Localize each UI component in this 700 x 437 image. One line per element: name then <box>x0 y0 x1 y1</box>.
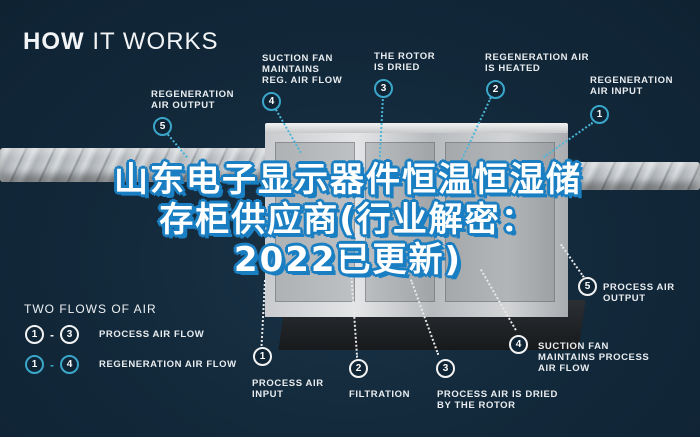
callout-label-process-dried: PROCESS AIR IS DRIED BY THE ROTOR <box>437 389 558 411</box>
legend-title: TWO FLOWS OF AIR <box>24 302 157 316</box>
callout-label-filtration: FILTRATION <box>349 389 411 400</box>
legend-label: PROCESS AIR FLOW <box>99 329 205 340</box>
callout-number-1-top: 1 <box>590 105 609 124</box>
callout-label-suction-fan-reg: SUCTION FAN MAINTAINS REG. AIR FLOW <box>262 53 343 86</box>
callout-label-regen-heated: REGENERATION AIR IS HEATED <box>485 52 590 74</box>
callout-number-5-top: 5 <box>153 117 172 136</box>
headline-overlay: 山东电子显示器件恒温恒湿储存柜供应商(行业解密：2022已更新) <box>114 160 582 280</box>
legend-dash: - <box>50 327 54 342</box>
legend-to-circle: 3 <box>60 325 79 344</box>
callout-number-1-bottom: 1 <box>253 347 272 366</box>
legend-label: REGENERATION AIR FLOW <box>99 359 237 370</box>
callout-number-4-bottom: 4 <box>509 335 528 354</box>
legend-row-process: 1 - 3 PROCESS AIR FLOW <box>25 325 204 344</box>
machine-top <box>265 123 568 133</box>
callout-label-process-output: PROCESS AIR OUTPUT <box>603 282 675 304</box>
legend-row-regeneration: 1 - 4 REGENERATION AIR FLOW <box>25 355 237 374</box>
callout-number-4-top: 4 <box>262 92 281 111</box>
legend-dash: - <box>50 357 54 372</box>
legend-from-circle: 1 <box>25 355 44 374</box>
callout-number-3-top: 3 <box>374 79 393 98</box>
left-duct <box>0 148 275 182</box>
callout-label-suction-fan-process: SUCTION FAN MAINTAINS PROCESS AIR FLOW <box>538 341 650 374</box>
callout-number-2-bottom: 2 <box>349 359 368 378</box>
legend-to-circle: 4 <box>60 355 79 374</box>
callout-number-5-bottom: 5 <box>578 277 597 296</box>
callout-number-2-top: 2 <box>486 80 505 99</box>
callout-label-regen-input: REGENERATION AIR INPUT <box>590 75 674 97</box>
callout-number-3-bottom: 3 <box>436 359 455 378</box>
legend-from-circle: 1 <box>25 325 44 344</box>
callout-label-process-input: PROCESS AIR INPUT <box>252 378 324 400</box>
callout-label-regen-output: REGENERATION AIR OUTPUT <box>151 89 235 111</box>
dehumidifier-unit <box>265 132 568 317</box>
right-duct <box>560 162 700 190</box>
callout-label-rotor-dried: THE ROTOR IS DRIED <box>374 51 436 73</box>
page-title: HOW IT WORKS <box>23 28 219 55</box>
